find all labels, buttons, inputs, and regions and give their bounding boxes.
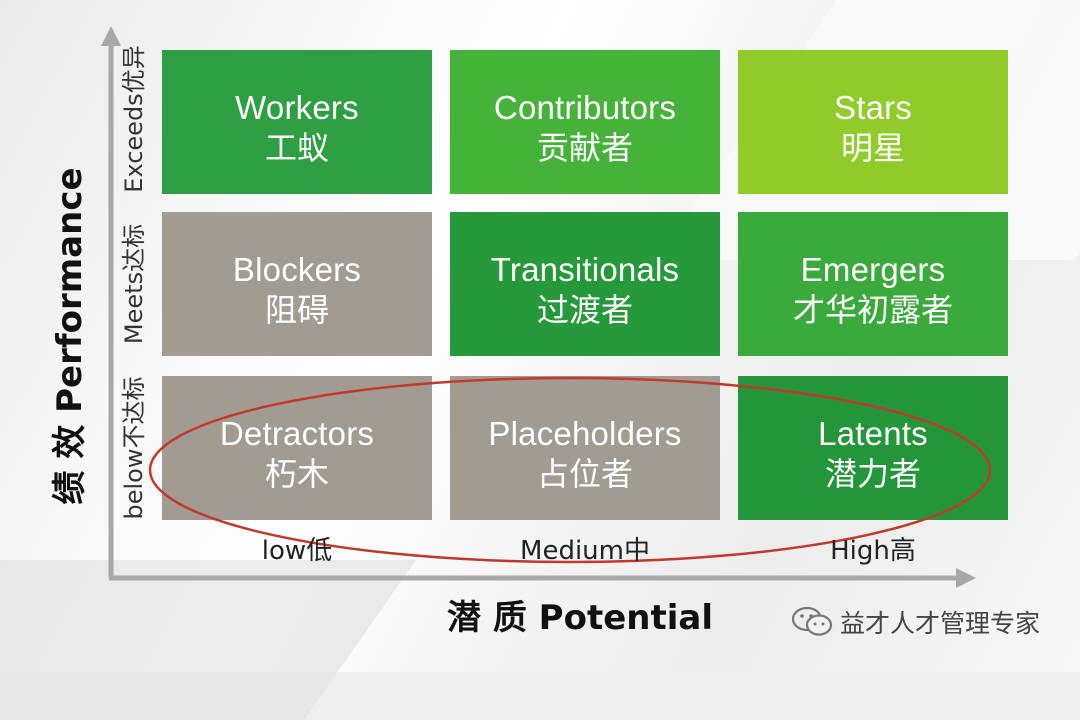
cell-label-zh: 贡献者 [536,129,633,167]
cell-detractors: Detractors 朽木 [162,376,432,520]
cell-contributors: Contributors 贡献者 [450,50,720,194]
background-shape [0,560,417,720]
cell-label-en: Blockers [232,251,362,288]
cell-label-zh: 潜力者 [824,455,921,493]
watermark-text: 益才人才管理专家 [840,609,1041,638]
cell-transitionals: Transitionals 过渡者 [450,212,720,356]
wechat-icon [791,606,833,636]
cell-label-zh: 朽木 [264,455,329,493]
cell-label-en: Latents [818,415,928,452]
cell-emergers: Emergers 才华初露者 [738,212,1008,356]
cell-label-zh: 过渡者 [536,291,633,329]
cell-label-zh: 工蚁 [264,129,329,167]
watermark: 益才人才管理专家 [790,604,1040,640]
cell-latents: Latents 潜力者 [738,376,1008,520]
cell-stars: Stars 明星 [738,50,1008,194]
cell-workers: Workers 工蚁 [162,50,432,194]
cell-label-zh: 明星 [840,129,905,167]
cell-label-en: Emergers [800,251,946,288]
cell-label-zh: 占位者 [536,455,633,493]
y-level-below: below不达标 [120,376,148,520]
cell-label-en: Stars [833,89,913,126]
x-level-medium: Medium中 [520,536,650,566]
x-axis-title: 潜 质 Potential [447,598,713,638]
cell-label-zh: 阻碍 [264,291,329,329]
cell-label-zh: 才华初露者 [792,291,953,329]
x-level-high: High高 [830,536,916,566]
y-level-meets: Meets达标 [120,223,148,345]
cell-label-en: Transitionals [490,251,680,288]
cell-label-en: Placeholders [488,415,682,452]
x-level-low: low低 [261,536,333,566]
cell-label-en: Detractors [219,415,375,452]
cell-label-en: Workers [235,89,359,126]
cell-placeholders: Placeholders 占位者 [450,376,720,520]
cell-label-en: Contributors [493,89,677,126]
y-axis-title: 绩 效 Performance [50,167,90,505]
y-level-exceeds: Exceeds优异 [120,45,148,193]
cell-blockers: Blockers 阻碍 [162,212,432,356]
